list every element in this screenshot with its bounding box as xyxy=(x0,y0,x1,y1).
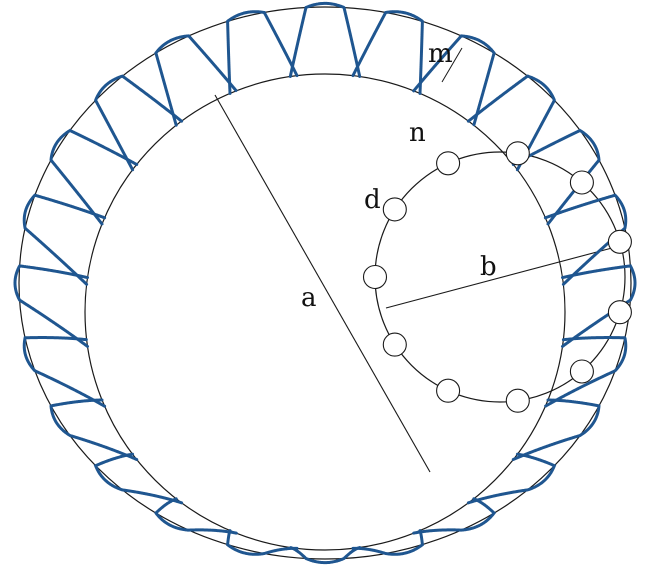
small-circle xyxy=(569,359,594,384)
lobe xyxy=(466,452,557,505)
small-circle xyxy=(436,378,461,403)
label-m: m xyxy=(428,39,453,69)
lobe xyxy=(511,128,601,226)
label-a: a xyxy=(301,283,317,313)
lobe xyxy=(288,1,362,78)
lobe xyxy=(543,336,628,408)
lobe-ring xyxy=(13,1,637,565)
lobe xyxy=(13,264,89,348)
lobe xyxy=(49,128,139,226)
lobe xyxy=(226,529,299,556)
small-circle xyxy=(362,264,388,290)
lobe xyxy=(412,34,496,127)
lobe xyxy=(93,452,184,505)
lobe xyxy=(154,34,238,127)
middle-circle xyxy=(84,73,566,551)
lobe xyxy=(93,74,184,172)
small-circle xyxy=(569,170,594,195)
small-circle xyxy=(505,141,530,166)
lobe xyxy=(511,398,601,461)
lobe xyxy=(412,497,497,535)
lobe xyxy=(466,74,557,172)
leader-line-m xyxy=(441,47,463,83)
lobe xyxy=(22,336,107,408)
label-n: n xyxy=(409,118,426,148)
lobe xyxy=(351,529,424,556)
small-circle xyxy=(436,151,461,176)
label-b: b xyxy=(480,252,497,282)
small-circle xyxy=(607,300,632,325)
label-d: d xyxy=(364,185,381,215)
small-circle xyxy=(505,388,530,413)
lobe xyxy=(351,10,424,95)
lobe xyxy=(49,398,139,461)
outer-circle xyxy=(18,6,632,560)
small-circle xyxy=(607,229,632,254)
lobe xyxy=(288,546,362,565)
lobe xyxy=(153,497,238,535)
lobe xyxy=(543,193,628,286)
lobe xyxy=(22,193,107,286)
lobe xyxy=(561,264,637,348)
small-circle-ring xyxy=(362,141,632,413)
radius-line-b xyxy=(385,243,628,309)
small-circle xyxy=(382,197,407,222)
diameter-line-a xyxy=(214,94,431,473)
lobe xyxy=(226,10,299,95)
small-circle xyxy=(382,332,407,357)
